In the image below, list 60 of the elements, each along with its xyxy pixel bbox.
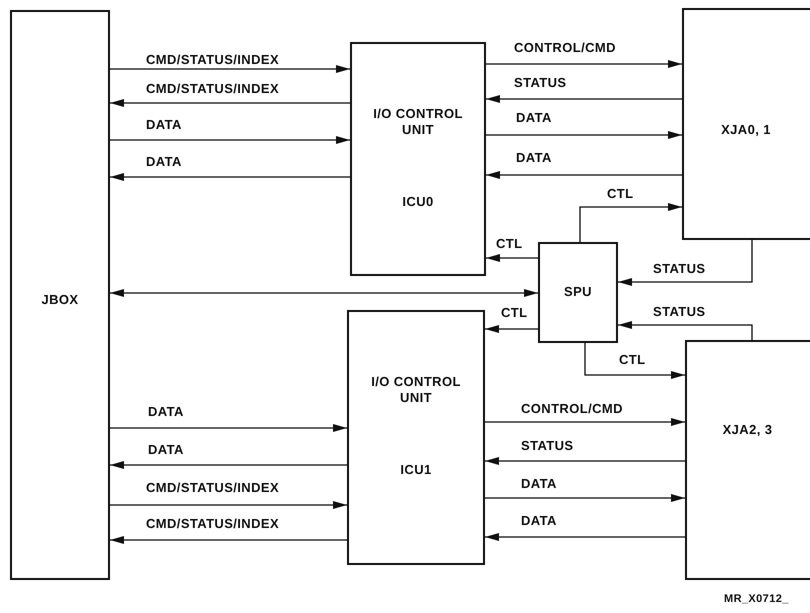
arrow [110, 173, 350, 181]
edge-label: CTL [500, 305, 528, 320]
arrow [485, 325, 538, 333]
edge-label: DATA [515, 110, 553, 125]
edge-label: DATA [145, 154, 183, 169]
edge-label: CMD/STATUS/INDEX [145, 480, 280, 495]
block-label: XJA0, 1 [721, 122, 771, 138]
arrow [110, 289, 538, 297]
arrow [618, 240, 753, 286]
edge-label: CTL [606, 186, 634, 201]
block-label: I/O CONTROL UNIT [370, 374, 462, 406]
arrow [110, 99, 350, 107]
block-label: SPU [564, 284, 592, 300]
block-label: XJA2, 3 [722, 422, 772, 438]
edge-label: CMD/STATUS/INDEX [145, 81, 280, 96]
edge-label: DATA [147, 442, 185, 457]
edge-label: DATA [515, 150, 553, 165]
block-box [538, 242, 618, 343]
edge-label: CTL [618, 352, 646, 367]
figure-number: MR_X0712_ [724, 593, 789, 605]
arrow [486, 60, 682, 68]
block-box [685, 340, 810, 580]
arrow [485, 494, 685, 502]
arrow [584, 343, 685, 379]
arrow [485, 418, 685, 426]
block-box [350, 42, 486, 276]
edge-label: DATA [520, 476, 558, 491]
edge-label: STATUS [652, 261, 706, 276]
block-box [682, 8, 810, 240]
arrow [618, 321, 753, 340]
arrow [486, 171, 682, 179]
arrow [486, 95, 682, 103]
edge-label: STATUS [520, 438, 574, 453]
arrow [110, 461, 347, 469]
block-label: ICU1 [400, 462, 432, 478]
block-label: ICU0 [402, 194, 434, 210]
arrow [110, 424, 347, 432]
edge-label: CTL [495, 236, 524, 251]
arrow [110, 501, 347, 509]
edge-label: CMD/STATUS/INDEX [145, 516, 280, 531]
arrow [579, 203, 682, 242]
arrow [110, 536, 347, 544]
edge-label: CMD/STATUS/INDEX [145, 52, 280, 67]
block-box [347, 310, 485, 565]
edge-label: DATA [147, 404, 185, 419]
arrow [110, 136, 350, 144]
edge-label: STATUS [652, 304, 706, 319]
block-box [10, 10, 110, 580]
arrow [485, 457, 685, 465]
arrow [486, 131, 682, 139]
block-label: JBOX [41, 292, 78, 308]
arrow [486, 254, 538, 262]
edge-label: STATUS [513, 75, 568, 90]
edge-label: CONTROL/CMD [513, 40, 617, 55]
edge-label: CONTROL/CMD [520, 401, 624, 416]
block-label: I/O CONTROL UNIT [372, 106, 464, 138]
arrow [485, 533, 685, 541]
edge-label: DATA [520, 513, 558, 528]
edge-label: DATA [145, 117, 183, 132]
arrow [110, 65, 350, 73]
